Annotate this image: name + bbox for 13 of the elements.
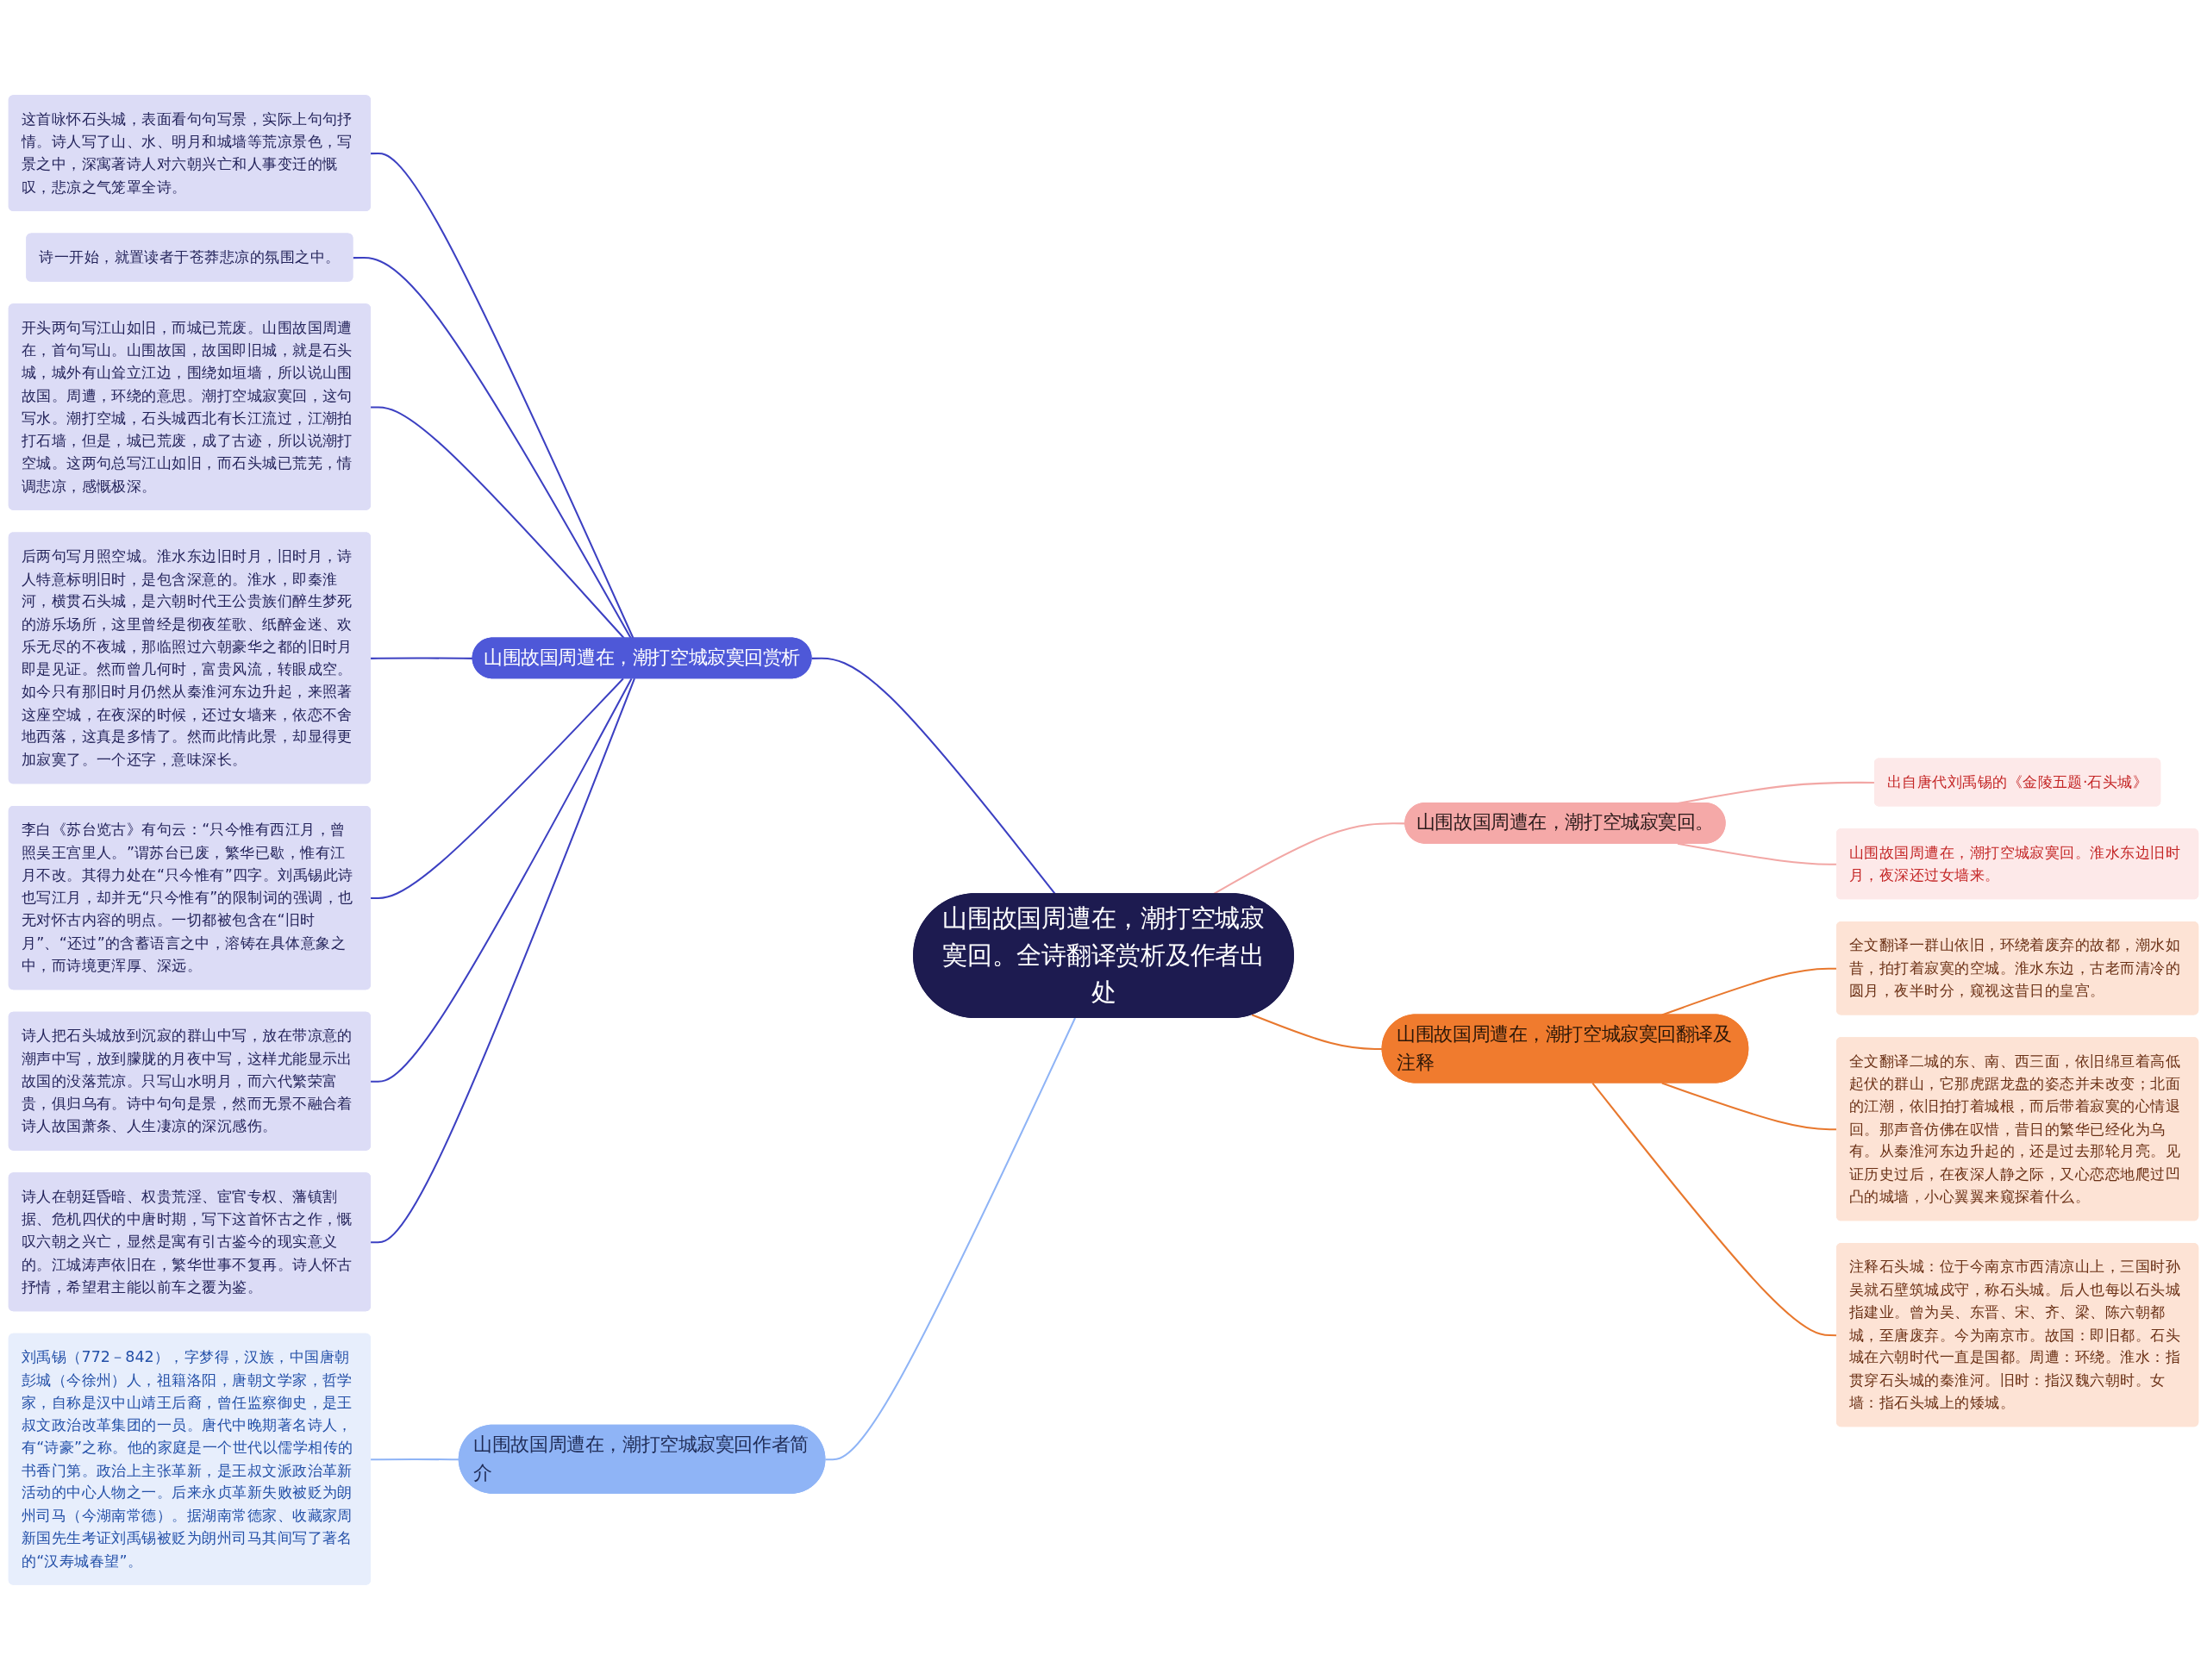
connector xyxy=(1591,1082,1837,1337)
connector xyxy=(1251,1014,1383,1051)
connector xyxy=(825,1017,1076,1461)
connector xyxy=(371,678,633,1083)
connector xyxy=(353,257,632,639)
connector xyxy=(1677,842,1837,865)
connector xyxy=(811,657,1056,895)
connector xyxy=(371,153,635,639)
connector xyxy=(371,678,624,900)
connector xyxy=(371,657,473,659)
connector xyxy=(371,1458,460,1461)
connector xyxy=(371,678,635,1244)
connector xyxy=(1661,1082,1837,1131)
